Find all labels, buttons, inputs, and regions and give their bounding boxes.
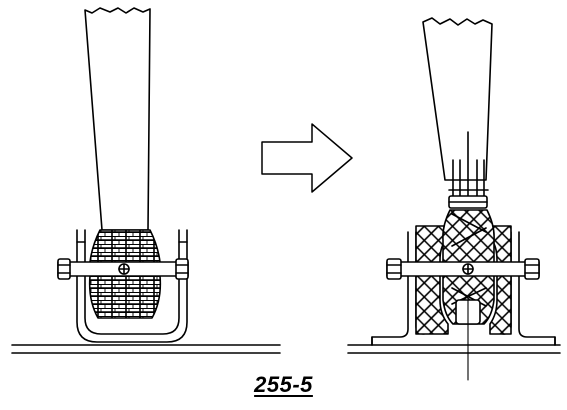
right-arrow-icon xyxy=(261,123,353,193)
ground-line xyxy=(347,344,561,354)
base-flange-left xyxy=(371,231,409,346)
bolt-head xyxy=(386,258,402,280)
rubber-mount-lower xyxy=(88,275,162,319)
u-bracket xyxy=(76,229,188,343)
post xyxy=(422,17,493,181)
after-panel xyxy=(347,17,561,381)
before-panel xyxy=(11,7,281,354)
nut xyxy=(175,258,189,280)
bolt-head xyxy=(57,258,71,280)
nut xyxy=(524,258,540,280)
rubber-mount-upper xyxy=(89,229,161,263)
post xyxy=(84,7,151,231)
figure-label: 255-5 xyxy=(254,372,313,397)
ground-line xyxy=(11,344,281,354)
base-flange-right xyxy=(518,231,556,346)
